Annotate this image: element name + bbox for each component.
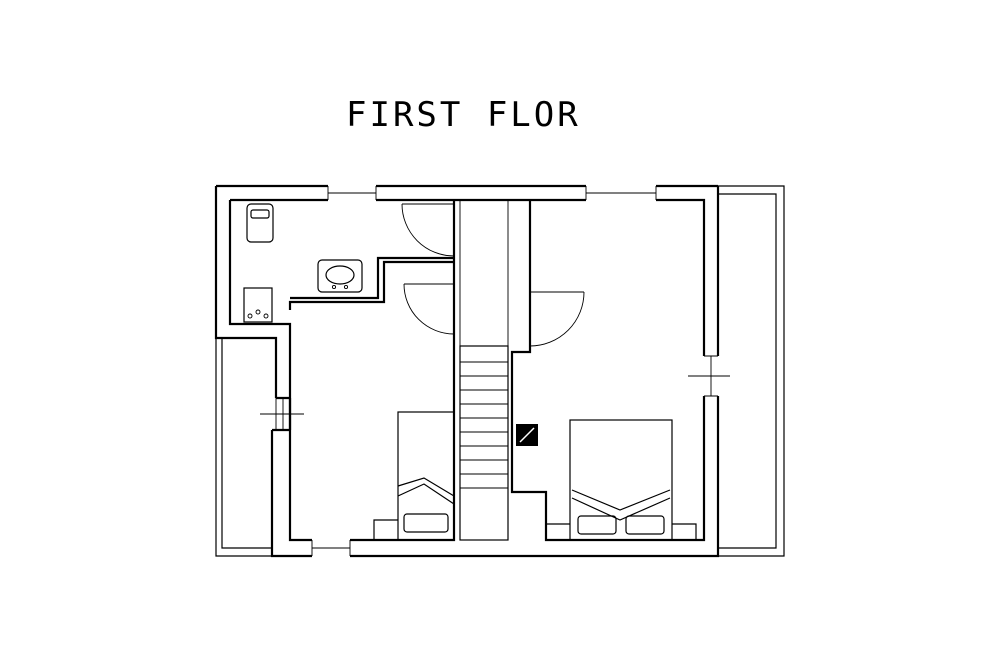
shower-icon	[243, 287, 273, 323]
window-top-left	[327, 186, 377, 200]
staircase-icon	[459, 200, 509, 541]
plan-title: FIRST FLOR	[346, 95, 581, 135]
toilet-icon	[246, 203, 274, 243]
door-swing-icon	[401, 203, 455, 257]
door-swing-icon	[529, 291, 585, 347]
door-swing-icon	[403, 283, 455, 335]
balcony-right	[718, 185, 785, 557]
window-bottom	[311, 540, 351, 556]
chimney-icon	[516, 424, 538, 446]
balcony-left	[215, 338, 272, 557]
washbasin-icon	[317, 259, 363, 293]
window-left	[260, 398, 304, 430]
window-right	[688, 355, 730, 397]
window-top-right	[585, 186, 657, 200]
single-bed-icon	[373, 411, 455, 541]
bathroom-partition	[288, 256, 454, 310]
outer-walls	[214, 184, 720, 558]
double-bed-icon	[546, 419, 697, 541]
